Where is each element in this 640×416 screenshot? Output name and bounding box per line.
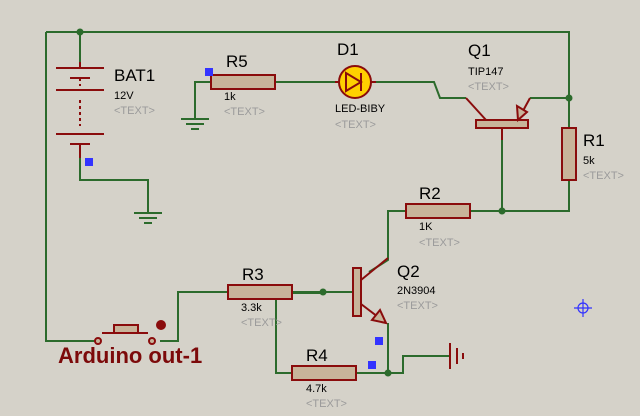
ground-symbol-battery xyxy=(134,212,162,224)
resistor-r4[interactable] xyxy=(291,365,357,381)
label-r3-text: <TEXT> xyxy=(241,317,282,329)
label-r1-text: <TEXT> xyxy=(583,170,624,182)
label-r3-ref: R3 xyxy=(242,265,264,284)
wires xyxy=(45,31,570,374)
label-bat1-value: 12V xyxy=(114,90,134,102)
crosshair-icon xyxy=(574,299,592,317)
label-bat1-ref: BAT1 xyxy=(114,66,156,85)
wire-led-q1 xyxy=(376,81,466,99)
battery-bat1[interactable] xyxy=(56,62,104,158)
label-q2-value: 2N3904 xyxy=(397,285,436,297)
wire-q1-base xyxy=(470,127,503,212)
label-r5-text: <TEXT> xyxy=(224,106,265,118)
label-r1-value: 5k xyxy=(583,155,595,167)
resistor-r1[interactable] xyxy=(561,127,577,181)
led-d1[interactable] xyxy=(335,65,376,99)
label-r4-ref: R4 xyxy=(306,346,328,365)
wire-r3-left xyxy=(160,291,228,342)
label-d1-value: LED-BIBY xyxy=(335,103,386,115)
label-q2-text: <TEXT> xyxy=(397,300,438,312)
label-r5-ref: R5 xyxy=(226,52,248,71)
wire-q1-emitter xyxy=(530,97,570,128)
wire-top-rail xyxy=(46,31,570,98)
wire-left-rail xyxy=(45,32,95,342)
label-r5-value: 1k xyxy=(224,91,236,103)
wire-r1-bottom xyxy=(502,180,570,212)
marker-square xyxy=(205,68,213,76)
junction-dot xyxy=(498,207,506,215)
marker-square xyxy=(85,158,93,166)
label-q1-text: <TEXT> xyxy=(468,81,509,93)
marker-square xyxy=(375,337,383,345)
junction-dot xyxy=(76,28,84,36)
transistor-q1[interactable] xyxy=(465,97,531,140)
label-r2-value: 1K xyxy=(419,221,433,233)
label-q2-ref: Q2 xyxy=(397,262,420,281)
label-r4-text: <TEXT> xyxy=(306,398,347,410)
label-r2-ref: R2 xyxy=(419,184,441,203)
label-r2-text: <TEXT> xyxy=(419,237,460,249)
resistor-r2[interactable] xyxy=(405,203,471,219)
ground-symbol-q2 xyxy=(449,343,464,369)
label-r4-value: 4.7k xyxy=(306,383,327,395)
label-d1-ref: D1 xyxy=(337,40,359,59)
label-q1-value: TIP147 xyxy=(468,66,504,78)
pushbutton-switch[interactable] xyxy=(94,320,166,345)
label-r1-ref: R1 xyxy=(583,131,605,150)
ground-symbol-r5 xyxy=(181,118,209,130)
junction-dot xyxy=(565,94,573,102)
transistor-q2[interactable] xyxy=(352,257,389,325)
resistor-r3[interactable] xyxy=(227,284,293,300)
wire-bat-bottom xyxy=(79,158,149,212)
junction-dot xyxy=(319,288,327,296)
wire-ground-right xyxy=(388,355,450,374)
label-arduino-input: Arduino out-1 xyxy=(58,343,203,368)
junction-dot xyxy=(384,369,392,377)
wire-r5-ground xyxy=(194,81,211,118)
label-q1-ref: Q1 xyxy=(468,41,491,60)
label-d1-text: <TEXT> xyxy=(335,119,376,131)
marker-square xyxy=(368,361,376,369)
label-bat1-text: <TEXT> xyxy=(114,105,155,117)
label-r3-value: 3.3k xyxy=(241,302,262,314)
resistor-r5[interactable] xyxy=(210,74,276,90)
